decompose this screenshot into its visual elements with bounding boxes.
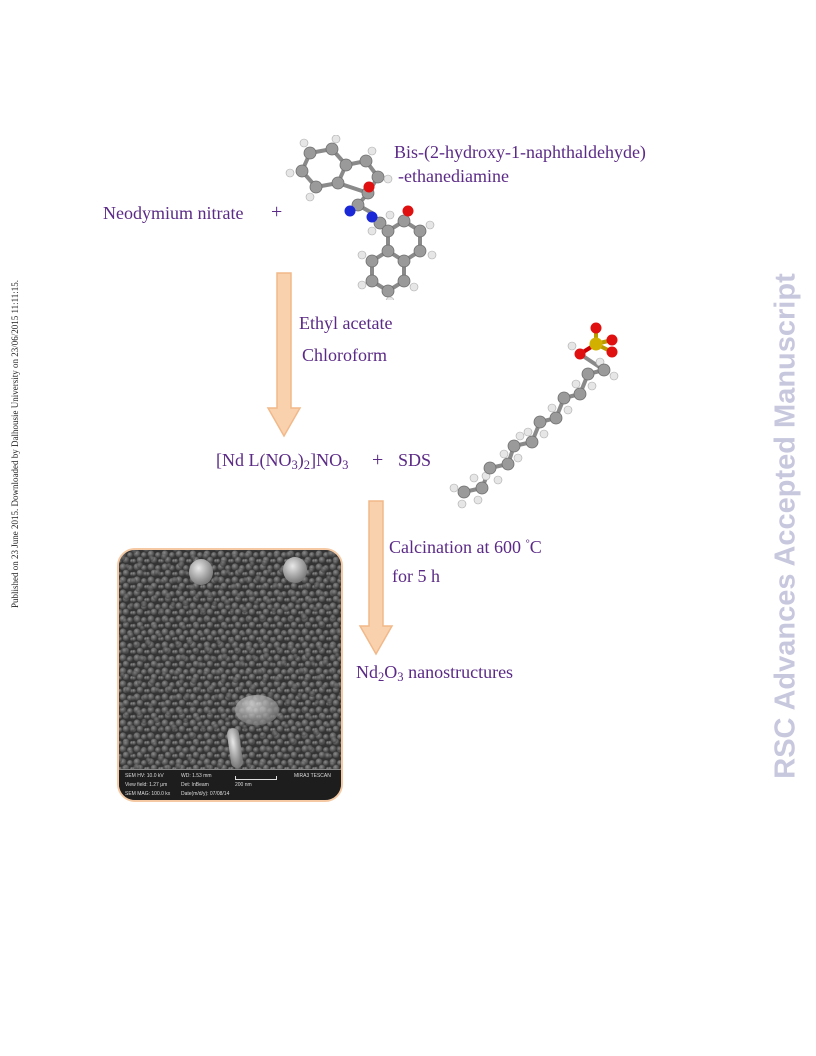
sem-texture <box>119 550 341 800</box>
plus-sign-1: + <box>271 201 283 223</box>
reaction-arrow-1 <box>266 272 302 438</box>
product-o: O <box>384 662 398 682</box>
sem-detector: Det: InBeam <box>181 782 209 788</box>
product-sub-1: 2 <box>378 670 385 685</box>
publication-note-text: Published on 23 June 2015. Downloaded by… <box>10 279 20 609</box>
sem-image: SEM HV: 10.0 kV WD: 1.53 mm MIRA3 TESCAN… <box>117 548 343 802</box>
sem-scale-label: 200 nm <box>235 782 252 788</box>
sem-magnification: SEM MAG: 100.0 kx <box>125 791 171 797</box>
sds-molecule <box>449 322 619 509</box>
complex-sub-2: 2 <box>303 458 311 473</box>
solvent-1-label: Ethyl acetate <box>299 313 393 333</box>
complex-close: ]NO <box>310 450 343 470</box>
temperature-unit: C <box>529 537 542 557</box>
complex-mid: ) <box>297 450 304 470</box>
product-label: nanostructures <box>408 662 514 682</box>
sem-date: Date(m/d/y): 07/08/14 <box>181 791 230 797</box>
ligand-name-line1: Bis-(2-hydroxy-1-naphthaldehyde) <box>394 142 646 162</box>
calcination-time: for 5 h <box>392 566 440 586</box>
calcination-condition: Calcination at 600 °C <box>389 537 542 558</box>
degree-sign: ° <box>525 537 530 550</box>
metal-salt-label: Neodymium nitrate <box>103 203 244 223</box>
sem-wd: WD: 1.53 mm <box>181 773 212 779</box>
calcination-text: Calcination at 600 <box>389 537 521 557</box>
complex-sub-1: 3 <box>291 458 298 473</box>
plus-sign-2: + <box>372 449 384 471</box>
product-sub-2: 3 <box>397 670 404 685</box>
product-nd: Nd <box>356 662 378 682</box>
sem-view-field: View field: 1.27 μm <box>125 782 168 788</box>
sds-label: SDS <box>398 450 432 470</box>
solvent-2-label: Chloroform <box>302 345 387 365</box>
sem-info-bar: SEM HV: 10.0 kV WD: 1.53 mm MIRA3 TESCAN… <box>119 769 341 800</box>
sem-brand: MIRA3 TESCAN <box>294 773 331 779</box>
reaction-arrow-2 <box>358 500 394 656</box>
sem-hv: SEM HV: 10.0 kV <box>125 773 164 779</box>
complex-open: [Nd L(NO <box>216 450 292 470</box>
product-formula: Nd2O3 nanostructures <box>356 662 513 685</box>
watermark-text: RSC Advances Accepted Manuscript <box>769 273 802 779</box>
complex-formula: [Nd L(NO3)2]NO3 <box>216 450 348 473</box>
ligand-name-line2: -ethanediamine <box>398 166 509 186</box>
sem-scale-bar <box>235 776 277 780</box>
complex-sub-3: 3 <box>342 458 349 473</box>
ligand-molecule <box>285 135 437 300</box>
